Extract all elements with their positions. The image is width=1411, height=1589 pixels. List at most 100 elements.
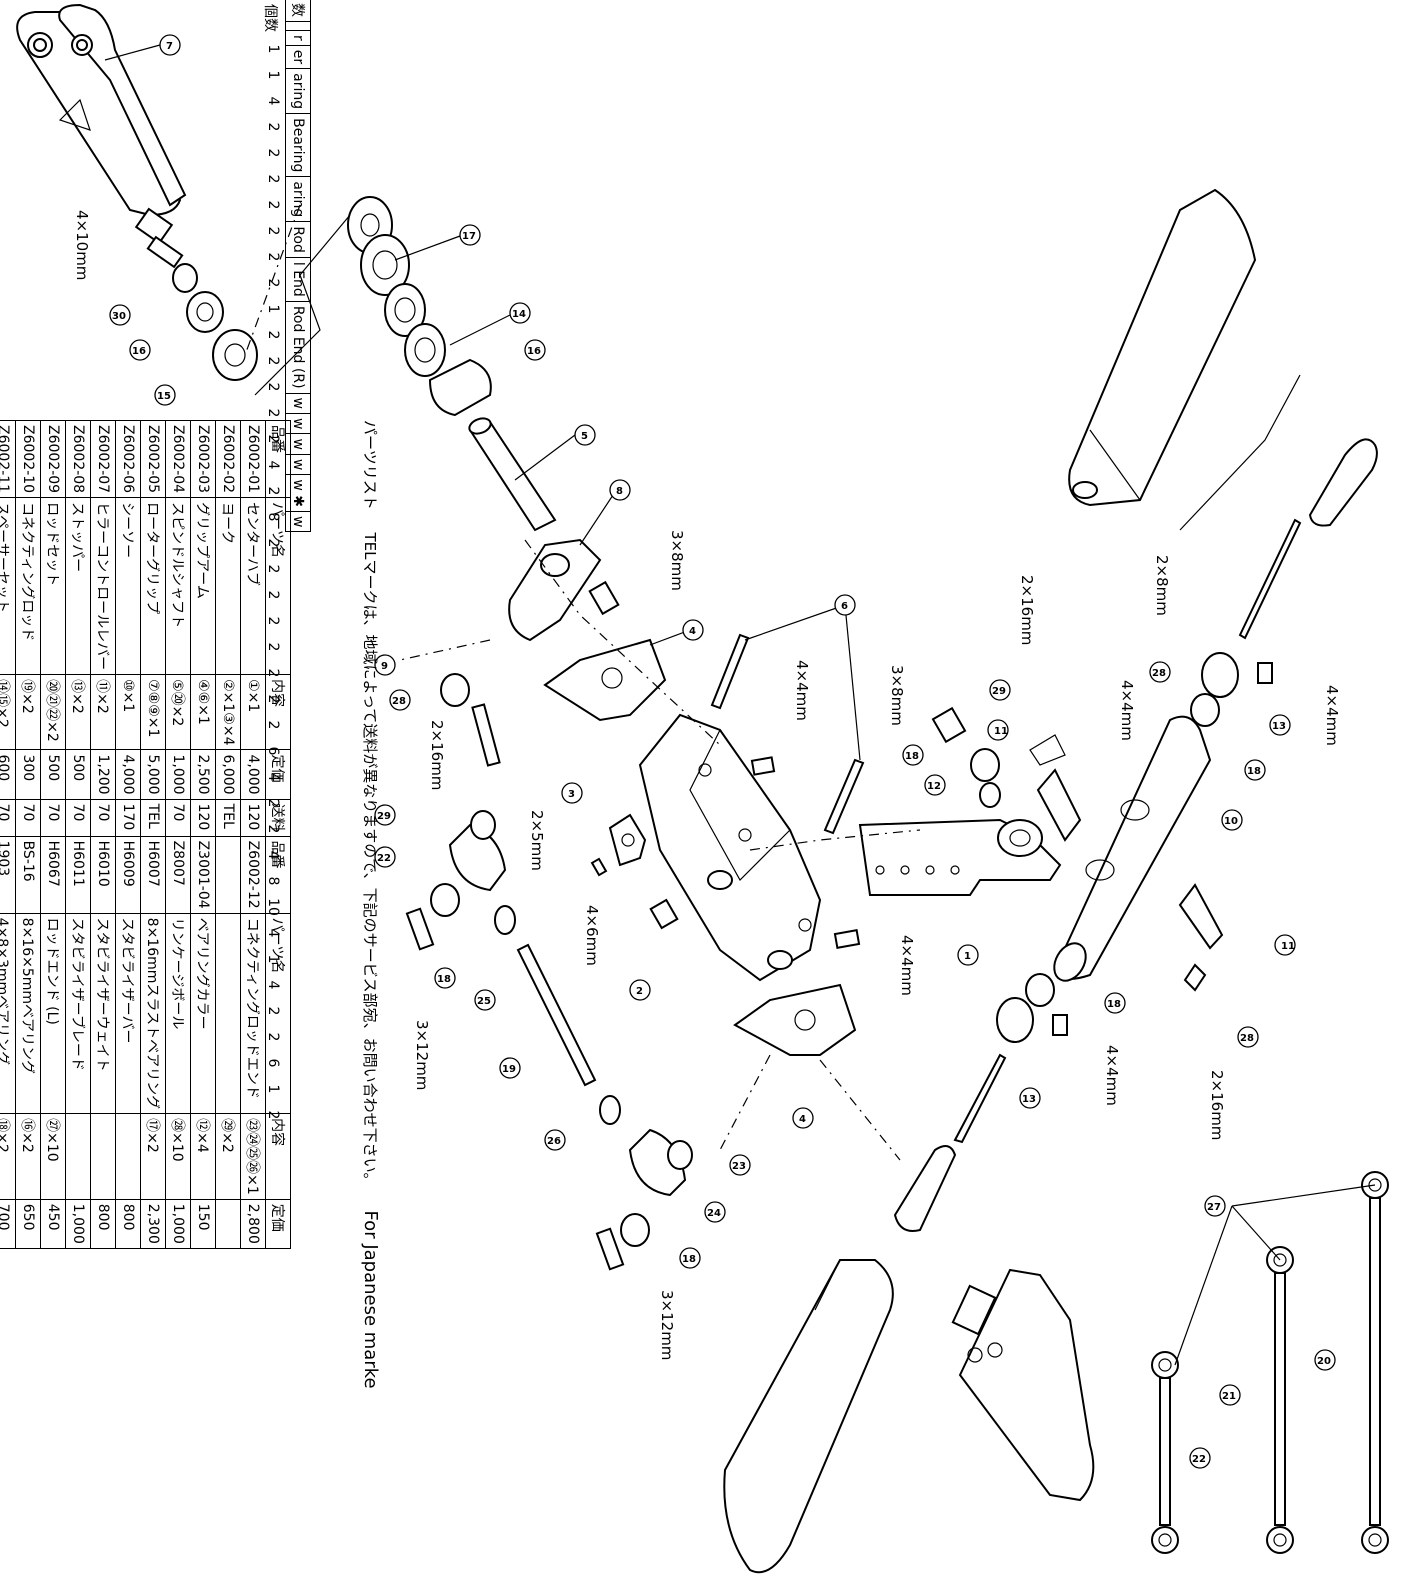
dim-label: 3×8mm	[888, 665, 906, 726]
table-cell: ⑪×2	[90, 674, 116, 750]
table-cell: ㉗×10	[40, 1113, 66, 1200]
svg-text:22: 22	[377, 853, 391, 864]
table-cell: Z3001-04	[190, 836, 216, 914]
dim-label: 2×16mm	[1018, 575, 1036, 646]
stabilizer-bar-upper	[1238, 438, 1378, 640]
table-cell: ⑰×2	[140, 1113, 166, 1200]
table-cell: 800	[90, 1199, 116, 1249]
table-cell: ④⑥×1	[190, 674, 216, 750]
table-cell: 1,000	[165, 1199, 191, 1249]
dim-label: 2×5mm	[528, 810, 546, 871]
table-cell: スタビライザーウェイト	[90, 913, 116, 1114]
table-cell: Z6002-10	[15, 420, 41, 498]
svg-text:17: 17	[462, 231, 476, 242]
table-cell: スタビライザーバー	[115, 913, 141, 1114]
qty-cell: 1	[265, 70, 281, 80]
table-cell: 1,200	[90, 749, 116, 800]
table-cell: 70	[0, 799, 16, 837]
table-cell	[65, 1113, 91, 1200]
parts-list-note-en: For Japanese marke	[360, 1210, 381, 1389]
center-hub-part-1	[858, 818, 1062, 896]
table-cell: 1,000	[65, 1199, 91, 1249]
qty-cell: 2	[265, 356, 281, 366]
dim-label: 4×4mm	[1118, 680, 1136, 741]
svg-text:11: 11	[994, 726, 1008, 737]
name-cell: er	[285, 45, 311, 69]
table-cell: 600	[0, 749, 16, 800]
table-cell: 120	[240, 799, 266, 837]
svg-text:15: 15	[157, 391, 171, 402]
table-cell: ヒラーコントロールレバー	[90, 497, 116, 675]
name-cell: l End	[285, 257, 311, 302]
table-cell: Z6002-09	[40, 420, 66, 498]
set-screws	[649, 756, 861, 949]
table-cell: 8×16mmスラストベアリング	[140, 913, 166, 1114]
table-cell: H6007	[140, 836, 166, 914]
qty-cell: 2	[265, 122, 281, 132]
parts-list-heading: パーツリスト TELマークは、地域によって送料が異なりますので、下記のサービス部…	[360, 420, 381, 1389]
dim-label: 4×4mm	[793, 660, 811, 721]
stabilizer-bar-lower	[893, 1053, 1007, 1232]
svg-text:2: 2	[636, 986, 643, 997]
name-cell: w	[285, 393, 311, 414]
plate-part-3	[590, 813, 647, 877]
table-cell: Z6002-05	[140, 420, 166, 498]
rotor-grip-part-7	[16, 3, 187, 217]
dim-label: 4×4mm	[898, 935, 916, 996]
table-cell: Z6002-01	[240, 420, 266, 498]
svg-text:26: 26	[547, 1136, 561, 1147]
svg-text:16: 16	[132, 346, 146, 357]
table-cell: Z6002-07	[90, 420, 116, 498]
table-cell: 800	[115, 1199, 141, 1249]
table-cell: ⑬×2	[65, 674, 91, 750]
svg-text:13: 13	[1022, 1094, 1036, 1105]
grip-fastener-stack	[134, 207, 258, 381]
svg-text:1: 1	[964, 951, 971, 962]
table-cell: Z6002-04	[165, 420, 191, 498]
dim-label: 3×12mm	[413, 1020, 431, 1091]
table-cell: Z6002-03	[190, 420, 216, 498]
table-cell	[215, 1199, 241, 1249]
svg-text:19: 19	[502, 1064, 516, 1075]
qty-cell: 1	[265, 304, 281, 314]
table-cell	[90, 1113, 116, 1200]
table-cell: H6010	[90, 836, 116, 914]
svg-text:3: 3	[568, 789, 575, 800]
table-cell: 170	[115, 799, 141, 837]
table-cell: H6009	[115, 836, 141, 914]
table-cell: ⑱×2	[0, 1113, 16, 1200]
table-cell: グリップアーム	[190, 497, 216, 675]
dim-label: 4×4mm	[1103, 1045, 1121, 1106]
table-cell: ⑯×2	[15, 1113, 41, 1200]
pin-part-6	[710, 604, 865, 835]
name-cell: r	[285, 30, 311, 46]
svg-text:18: 18	[437, 974, 451, 985]
table-cell: 300	[15, 749, 41, 800]
table-cell: 700	[0, 1199, 16, 1249]
dim-label: 4×6mm	[583, 905, 601, 966]
table-cell: 1,000	[165, 749, 191, 800]
qty-cell: 2	[265, 382, 281, 392]
table-cell: 450	[40, 1199, 66, 1249]
qty-cell: 2	[265, 252, 281, 262]
table-cell: Z6002-02	[215, 420, 241, 498]
svg-text:23: 23	[732, 1161, 746, 1172]
qty-cell: 2	[265, 330, 281, 340]
name-cell: Rod	[285, 221, 311, 258]
svg-text:24: 24	[707, 1208, 721, 1219]
header-cell: 内容	[265, 674, 291, 750]
table-cell: 1903	[0, 836, 16, 914]
parts-list-note: TELマークは、地域によって送料が異なりますので、下記のサービス部宛、お問い合わ…	[361, 532, 379, 1188]
svg-text:18: 18	[905, 751, 919, 762]
name-cell	[285, 21, 311, 31]
table-cell: ⑤⑳×2	[165, 674, 191, 750]
table-cell: 4,000	[115, 749, 141, 800]
svg-text:9: 9	[381, 661, 388, 672]
svg-text:28: 28	[392, 696, 406, 707]
svg-text:27: 27	[1207, 1202, 1221, 1213]
table-cell: ロッドエンド (L)	[40, 913, 66, 1114]
header-cell: 品番	[265, 836, 291, 914]
